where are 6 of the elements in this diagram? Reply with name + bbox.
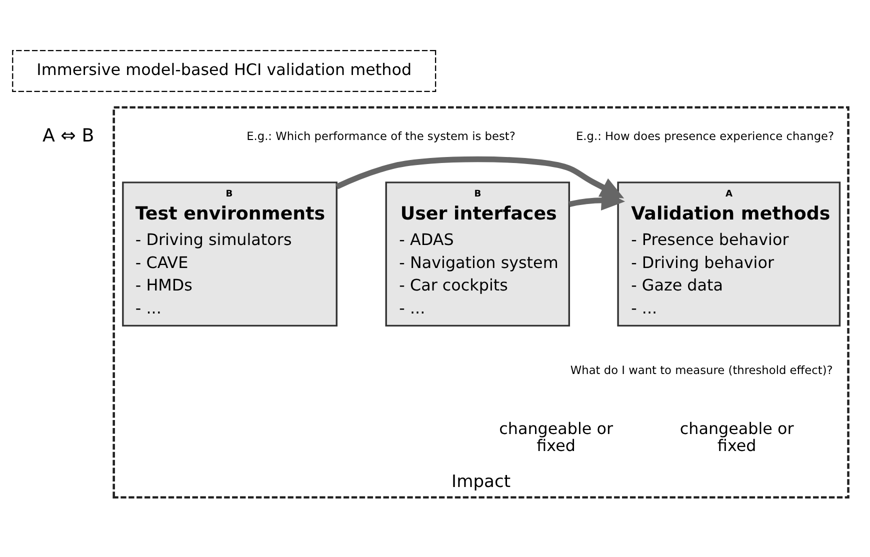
label: changeable or fixed [499, 418, 614, 455]
label: A ⇔ B [42, 125, 94, 146]
label: changeable or fixed [680, 418, 794, 455]
label: E.g.: How does presence experience change? [576, 128, 834, 143]
label: E.g.: Which performance of the system is best? [246, 128, 516, 143]
label: What do I want to measure (threshold effect)? [570, 363, 833, 377]
